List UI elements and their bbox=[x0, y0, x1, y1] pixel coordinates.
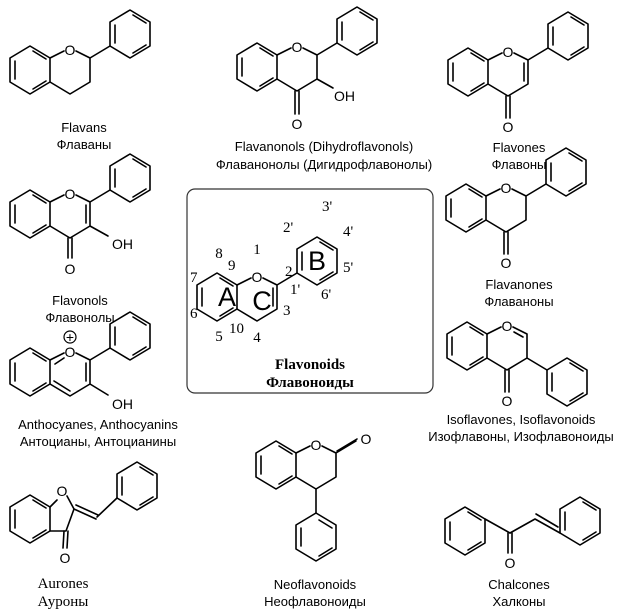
flavans-label-ru: Флаваны bbox=[57, 137, 112, 152]
chalcones-label-en: Chalcones bbox=[488, 577, 550, 592]
flavonols-label-ru: Флавонолы bbox=[45, 310, 114, 325]
position-2-prime: 2' bbox=[283, 220, 294, 236]
oxygen-atom: O bbox=[292, 39, 303, 55]
position-8: 8 bbox=[215, 246, 223, 262]
aurones-label-ru: Ауроны bbox=[38, 594, 89, 610]
isoflavones-structure: O O bbox=[446, 318, 588, 409]
flavonols-label-en: Flavonols bbox=[52, 293, 108, 308]
carbonyl-oxygen: O bbox=[505, 555, 516, 571]
position-1: 1 bbox=[253, 242, 261, 258]
flavanones-structure: O O bbox=[445, 147, 587, 271]
neoflavonoids-label-en: Neoflavonoids bbox=[274, 577, 357, 592]
carbonyl-oxygen: O bbox=[503, 119, 514, 135]
isoflavones-label-en: Isoflavones, Isoflavonoids bbox=[447, 412, 596, 427]
chalcones-structure: O bbox=[444, 496, 601, 571]
anthocyanins-label-en: Anthocyanes, Anthocyanins bbox=[18, 417, 178, 432]
anthocyanins-structure: O + OH bbox=[9, 311, 151, 412]
core-title-ru: Флавоноиды bbox=[266, 375, 354, 391]
position-3-prime: 3' bbox=[322, 199, 333, 215]
flavans-label-en: Flavans bbox=[61, 120, 107, 135]
position-1-prime: 1' bbox=[290, 282, 301, 298]
flavanonols-structure: O O OH bbox=[236, 6, 378, 132]
oxygen-atom: O bbox=[57, 483, 68, 499]
position-5: 5 bbox=[215, 329, 223, 345]
flavones-label-ru: Флавоны bbox=[492, 157, 547, 172]
oxygen-atom: O bbox=[502, 318, 513, 334]
oxygen-atom: O bbox=[65, 344, 76, 360]
carbonyl-oxygen: O bbox=[501, 255, 512, 271]
aurones-structure: O O bbox=[9, 461, 158, 566]
carbonyl-oxygen: O bbox=[60, 550, 71, 566]
oxygen-atom: O bbox=[65, 42, 76, 58]
position-4-prime: 4' bbox=[343, 224, 354, 240]
hydroxyl-group: OH bbox=[334, 88, 355, 104]
positive-charge: + bbox=[66, 329, 74, 345]
oxygen-atom: O bbox=[252, 269, 263, 285]
core-title-en: Flavonoids bbox=[275, 357, 345, 373]
flavanones-label-en: Flavanones bbox=[485, 277, 553, 292]
position-10: 10 bbox=[229, 321, 244, 337]
neoflavonoids-label-ru: Неофлавоноиды bbox=[264, 594, 366, 609]
carbonyl-oxygen: O bbox=[292, 116, 303, 132]
position-6: 6 bbox=[190, 306, 198, 322]
ring-oxygen: O bbox=[311, 437, 322, 453]
flavonols-structure: O O OH bbox=[9, 153, 151, 277]
flavans-structure: O bbox=[9, 9, 151, 95]
oxygen-atom: O bbox=[65, 186, 76, 202]
position-9: 9 bbox=[228, 258, 236, 274]
carbonyl-oxygen: O bbox=[361, 431, 372, 447]
ring-a-label: A bbox=[218, 282, 236, 312]
flavanonols-label-en: Flavanonols (Dihydroflavonols) bbox=[235, 139, 413, 154]
chalcones-label-ru: Халконы bbox=[492, 594, 545, 609]
position-3: 3 bbox=[283, 303, 291, 319]
position-2: 2 bbox=[285, 264, 293, 280]
flavanones-label-ru: Флаваноны bbox=[484, 294, 553, 309]
oxygen-atom: O bbox=[503, 44, 514, 60]
hydroxyl-group: OH bbox=[112, 396, 133, 412]
neoflavonoids-structure: O O bbox=[255, 431, 372, 562]
position-6-prime: 6' bbox=[321, 287, 332, 303]
position-4: 4 bbox=[253, 330, 261, 346]
oxygen-atom: O bbox=[501, 180, 512, 196]
carbonyl-oxygen: O bbox=[65, 261, 76, 277]
position-5-prime: 5' bbox=[343, 260, 354, 276]
ring-b-label: B bbox=[308, 246, 326, 276]
aurones-label-en: Aurones bbox=[38, 576, 89, 592]
ring-c-label: C bbox=[252, 286, 272, 316]
flavanonols-label-ru: Флаванонолы (Дигидрофлавонолы) bbox=[216, 157, 432, 172]
hydroxyl-group: OH bbox=[112, 236, 133, 252]
flavones-structure: O O bbox=[447, 11, 589, 135]
anthocyanins-label-ru: Антоцианы, Антоцианины bbox=[20, 434, 176, 449]
core-flavonoid-box: O A C B 1 2 3 4 5 6 7 8 9 10 1' 2' 3' 4'… bbox=[186, 188, 434, 394]
isoflavones-label-ru: Изофлавоны, Изофлавоноиды bbox=[428, 429, 614, 444]
flavones-label-en: Flavones bbox=[493, 140, 546, 155]
carbonyl-oxygen: O bbox=[502, 393, 513, 409]
position-7: 7 bbox=[190, 270, 198, 286]
